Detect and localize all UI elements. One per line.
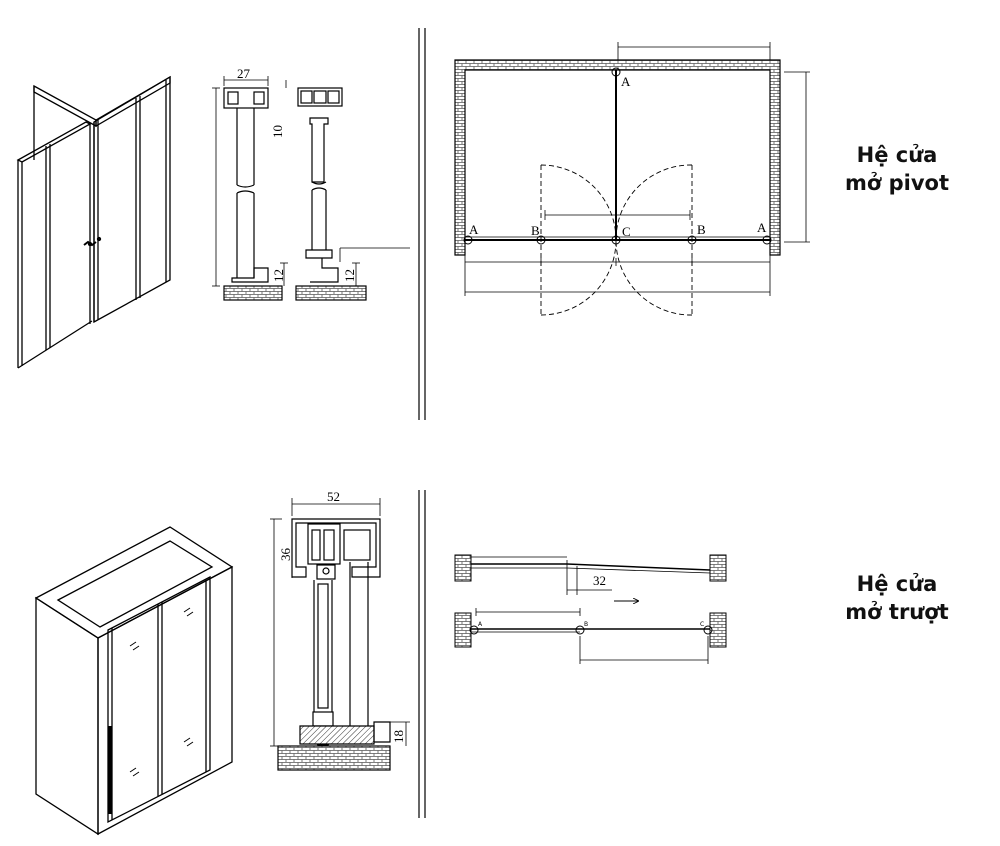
plan-label-b-left: B	[531, 223, 540, 238]
sliding-caption-line1: Hệ cửa	[856, 572, 938, 596]
pivot-dim-bottom-left: 12	[271, 269, 286, 282]
pivot-enclosure-3d	[16, 75, 171, 369]
sliding-enclosure-3d	[34, 526, 234, 836]
plan-label-a-right: A	[757, 220, 767, 235]
pivot-dim-width: 27	[237, 66, 251, 81]
pivot-plan-view	[454, 42, 810, 316]
sliding-point-b: B	[584, 621, 588, 628]
sliding-profile-section	[270, 498, 410, 771]
divider-top	[418, 28, 426, 420]
sliding-caption-line2: mở trượt	[845, 600, 949, 624]
sliding-point-a: A	[478, 621, 483, 628]
plan-label-a-top: A	[621, 74, 631, 89]
pivot-caption-line1: Hệ cửa	[856, 143, 938, 167]
sliding-point-c: C	[700, 621, 704, 628]
sliding-dim-bottom: 18	[391, 730, 406, 743]
sliding-dim-offset: 32	[593, 573, 606, 588]
pivot-profile-section-left	[212, 76, 288, 301]
pivot-caption: Hệ cửa mở pivot	[812, 141, 982, 197]
sliding-plan-open	[454, 608, 727, 664]
sliding-caption: Hệ cửa mở trượt	[812, 570, 982, 626]
pivot-dim-top: 10	[270, 125, 285, 138]
plan-label-a-left: A	[469, 222, 479, 237]
sliding-dim-height: 36	[278, 548, 293, 562]
plan-label-c: C	[622, 224, 631, 239]
sliding-dim-width: 52	[327, 489, 340, 504]
sliding-plan-closed	[454, 554, 727, 601]
pivot-dim-bottom-right: 12	[342, 269, 357, 282]
divider-bottom	[418, 490, 426, 818]
plan-label-b-right: B	[697, 222, 706, 237]
pivot-caption-line2: mở pivot	[844, 171, 949, 195]
pivot-profile-section-right	[295, 87, 410, 301]
